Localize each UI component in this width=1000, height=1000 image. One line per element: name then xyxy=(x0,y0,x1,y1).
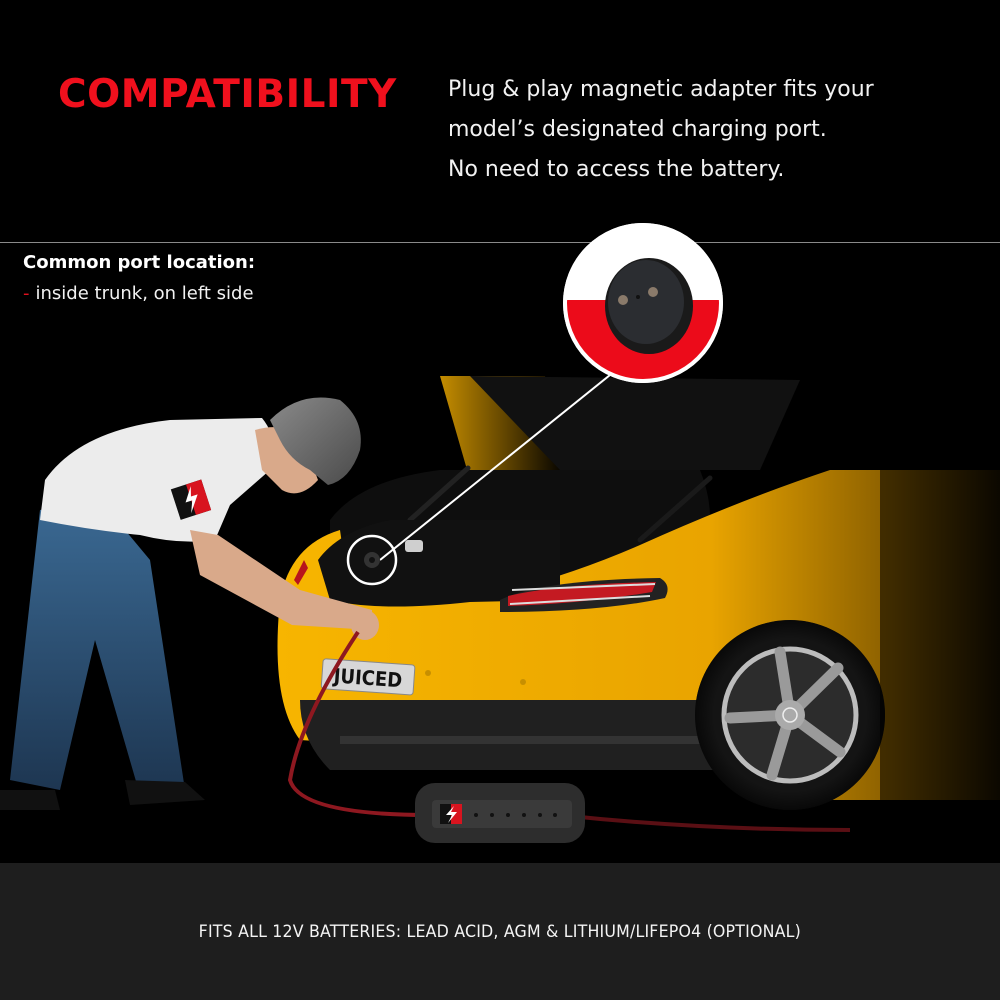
callout-small-circle xyxy=(346,534,398,586)
car-illustration: JUICED xyxy=(277,376,1000,810)
description-line: No need to access the battery. xyxy=(448,157,785,182)
port-location-label: Common port location: xyxy=(23,252,256,273)
license-plate-text: JUICED xyxy=(332,663,403,692)
bullet-dash: - xyxy=(23,283,30,304)
description-line: model’s designated charging port. xyxy=(448,117,827,142)
charging-cable xyxy=(287,630,431,817)
callout-line xyxy=(379,374,611,561)
port-location-text: inside trunk, on left side xyxy=(35,283,254,304)
magnified-port-callout xyxy=(563,223,723,383)
man-illustration xyxy=(0,397,379,810)
page-title: COMPATIBILITY xyxy=(58,72,397,117)
section-divider xyxy=(0,242,1000,243)
wheel xyxy=(695,620,885,810)
footer-text: FITS ALL 12V BATTERIES: LEAD ACID, AGM &… xyxy=(198,921,802,942)
description: Plug & play magnetic adapter fits your m… xyxy=(448,70,968,190)
license-plate: JUICED xyxy=(320,658,416,696)
port-location-item: -inside trunk, on left side xyxy=(23,283,254,304)
lightning-bolt-logo-sleeve xyxy=(170,479,212,520)
footer-banner: FITS ALL 12V BATTERIES: LEAD ACID, AGM &… xyxy=(0,863,1000,1000)
description-line: Plug & play magnetic adapter fits your xyxy=(448,77,874,102)
illustration-scene: JUICED xyxy=(0,223,1000,843)
lightning-bolt-icon xyxy=(446,806,457,823)
charger-unit xyxy=(415,783,585,843)
